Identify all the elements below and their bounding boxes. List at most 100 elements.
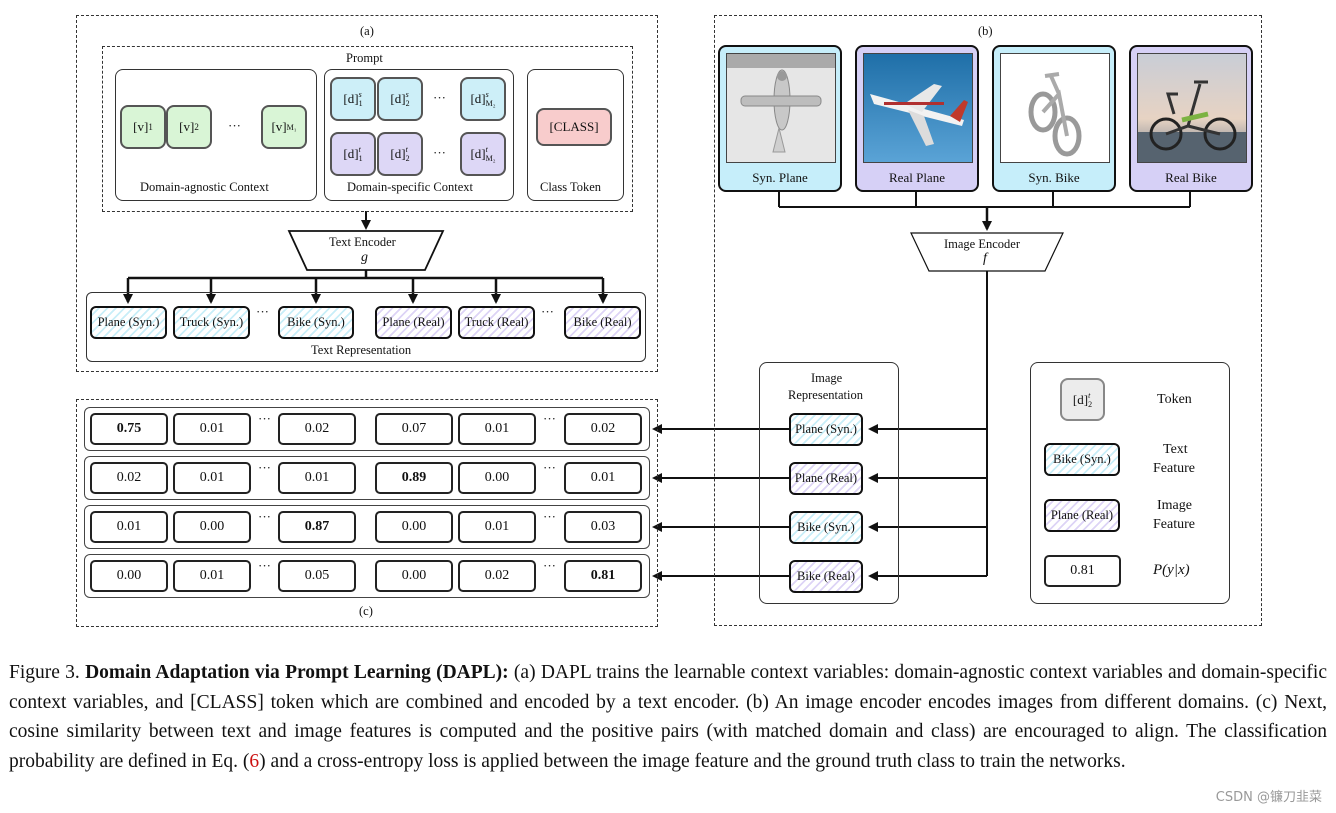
legend-image-feature-sample: Plane (Real) <box>1044 499 1120 532</box>
caption-body-2: ) and a cross-entropy loss is applied be… <box>259 750 1126 772</box>
legend-prob-sample: 0.81 <box>1044 555 1121 587</box>
prompt-box <box>102 46 633 212</box>
prompt-label: Prompt <box>346 51 383 65</box>
text-feature-bike-syn: Bike (Syn.) <box>278 306 354 339</box>
real-bike-caption: Real Bike <box>1165 170 1217 185</box>
probability-cell: 0.07 <box>375 413 453 445</box>
probability-cell: 0.01 <box>458 413 536 445</box>
real-plane-caption: Real Plane <box>889 170 945 185</box>
panel-c-label: (c) <box>359 604 373 618</box>
probability-ellipsis: ··· <box>258 509 271 524</box>
legend-token-label: Token <box>1157 392 1192 407</box>
probability-ellipsis: ··· <box>258 411 271 426</box>
text-feature-truck-syn: Truck (Syn.) <box>173 306 250 339</box>
probability-cell: 0.00 <box>173 511 251 543</box>
class-token-box <box>527 69 624 201</box>
probability-cell: 0.75 <box>90 413 168 445</box>
legend-box <box>1030 362 1230 604</box>
legend-text-feature-label-1: Text <box>1163 442 1188 457</box>
legend-prob-label: P(y|x) <box>1153 562 1190 578</box>
probability-ellipsis: ··· <box>258 558 271 573</box>
probability-cell: 0.01 <box>173 560 251 592</box>
syn-bike-image <box>1000 53 1110 163</box>
legend-image-feature-label-2: Feature <box>1153 517 1195 532</box>
panel-b <box>714 15 1262 626</box>
text-encoder-title: Text Encoder <box>329 235 396 249</box>
image-feature-bike-syn: Bike (Syn.) <box>789 511 863 544</box>
probability-cell: 0.03 <box>564 511 642 543</box>
probability-cell: 0.02 <box>278 413 356 445</box>
image-card-syn-plane: Syn. Plane <box>718 45 842 192</box>
legend-text-feature-label-2: Feature <box>1153 461 1195 476</box>
image-encoder-symbol: f <box>983 251 987 266</box>
text-feature-plane-syn: Plane (Syn.) <box>90 306 167 339</box>
syn-plane-image <box>726 53 836 163</box>
text-feature-truck-real: Truck (Real) <box>458 306 535 339</box>
domain-specific-label: Domain-specific Context <box>347 180 474 194</box>
probability-cell: 0.00 <box>375 511 453 543</box>
panel-a <box>76 15 658 372</box>
agnostic-token-2: [v]2 <box>166 105 212 149</box>
probability-cell: 0.01 <box>458 511 536 543</box>
probability-row <box>84 554 650 598</box>
legend-text-feature-sample: Bike (Syn.) <box>1044 443 1120 476</box>
probability-row <box>84 456 650 500</box>
text-feature-ellipsis-2: ··· <box>541 304 554 319</box>
text-feature-bike-real: Bike (Real) <box>564 306 641 339</box>
caption-prefix: Figure 3. <box>9 662 86 683</box>
image-rep-title-1: Image <box>811 371 843 385</box>
syn-plane-caption: Syn. Plane <box>752 170 808 185</box>
image-feature-plane-real: Plane (Real) <box>789 462 863 495</box>
caption-title: Domain Adaptation via Prompt Learning (D… <box>85 662 509 683</box>
probability-cell: 0.00 <box>458 462 536 494</box>
text-representation-label: Text Representation <box>311 343 412 357</box>
probability-cell: 0.05 <box>278 560 356 592</box>
specific-target-ellipsis: ··· <box>433 145 446 160</box>
text-feature-ellipsis-1: ··· <box>256 304 269 319</box>
image-representation-box <box>759 362 899 604</box>
class-token: [CLASS] <box>536 108 612 146</box>
image-encoder-title: Image Encoder <box>944 237 1021 251</box>
text-feature-plane-real: Plane (Real) <box>375 306 452 339</box>
image-card-real-plane: Real Plane <box>855 45 979 192</box>
image-feature-bike-real: Bike (Real) <box>789 560 863 593</box>
probability-ellipsis: ··· <box>543 558 556 573</box>
caption-eq-ref[interactable]: 6 <box>249 750 260 772</box>
probability-ellipsis: ··· <box>543 411 556 426</box>
probability-cell: 0.87 <box>278 511 356 543</box>
probability-ellipsis: ··· <box>543 460 556 475</box>
image-encoder-shape <box>910 232 1064 272</box>
text-encoder-symbol: g <box>361 250 368 265</box>
text-encoder-shape <box>287 230 445 271</box>
figure-caption: Figure 3. Domain Adaptation via Prompt L… <box>9 658 1327 776</box>
panel-b-label: (b) <box>978 24 993 38</box>
image-feature-plane-syn: Plane (Syn.) <box>789 413 863 446</box>
probability-cell: 0.01 <box>173 462 251 494</box>
probability-row <box>84 505 650 549</box>
image-card-syn-bike: Syn. Bike <box>992 45 1116 192</box>
image-rep-title-2: Representation <box>788 388 863 402</box>
real-bike-image <box>1137 53 1247 163</box>
panel-a-label: (a) <box>360 24 374 38</box>
probability-cell: 0.01 <box>278 462 356 494</box>
agnostic-token-m1: [v]M₁ <box>261 105 307 149</box>
real-plane-image <box>863 53 973 163</box>
probability-cell: 0.89 <box>375 462 453 494</box>
probability-ellipsis: ··· <box>258 460 271 475</box>
class-token-label: Class Token <box>540 180 602 194</box>
probability-cell: 0.01 <box>564 462 642 494</box>
image-card-real-bike: Real Bike <box>1129 45 1253 192</box>
caption-body-1: (a) DAPL trains the learnable context va… <box>9 662 1327 772</box>
agnostic-token-1: [v]1 <box>120 105 166 149</box>
watermark: CSDN @镰刀韭菜 <box>1215 790 1322 805</box>
domain-specific-box <box>324 69 514 201</box>
probability-cell: 0.02 <box>90 462 168 494</box>
